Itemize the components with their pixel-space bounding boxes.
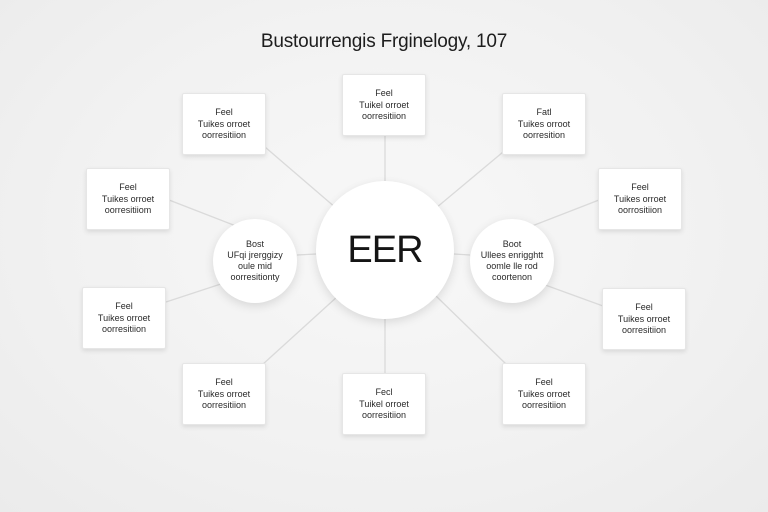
side-hub-line: oule mid: [237, 261, 273, 271]
node-card-line: Tuikes orroet: [197, 389, 251, 399]
node-card-line: Tuikes orroot: [517, 119, 571, 129]
side-hub-title: Boot: [502, 239, 522, 249]
connector-mid-right-upper: [531, 199, 600, 227]
node-card-title: Feel: [115, 301, 133, 311]
node-card-bottom-center: Fecl Tuikel orroet oorresitiion: [342, 373, 426, 435]
node-card-title: Fecl: [375, 387, 393, 397]
node-card-title: Feel: [631, 182, 649, 192]
node-card-title: Feel: [215, 377, 233, 387]
side-hub-line: oomle lle rod: [486, 261, 538, 271]
node-card-bottom-left: Feel Tuikes orroet oorresitiion: [182, 363, 266, 425]
center-hub: EER: [316, 181, 454, 319]
node-card-line: oorresitiion: [201, 130, 247, 140]
node-card-line: oorresitiion: [521, 400, 567, 410]
node-card-mid-right-upper: Feel Tuikes orroet oorrositiion: [598, 168, 682, 230]
connector-right-hub: [453, 253, 471, 256]
node-card-line: oorresitiion: [361, 410, 407, 420]
node-card-top-left: Feel Tuikes orroet oorresitiion: [182, 93, 266, 155]
node-card-line: oorresition: [522, 130, 566, 140]
node-card-line: oorresitiion: [101, 324, 147, 334]
node-card-line: oorresitiion: [621, 325, 667, 335]
side-hub-line: coortenon: [491, 272, 533, 282]
side-hub-right: Boot Ullees enrigghtt oomle lle rod coor…: [470, 219, 554, 303]
node-card-line: Tuikel orroet: [359, 100, 409, 110]
side-hub-line: UFqi jrerggizy: [227, 250, 283, 260]
connector-mid-right-lower: [536, 281, 604, 307]
connector-mid-left-upper: [168, 199, 237, 227]
node-card-title: Feel: [635, 302, 653, 312]
side-hub-line: Ullees enrigghtt: [480, 250, 544, 260]
node-card-line: Tuikel orroet: [359, 399, 409, 409]
side-hub-title: Bost: [245, 239, 264, 249]
node-card-title: Feel: [535, 377, 553, 387]
node-card-title: Fatl: [536, 107, 552, 117]
node-card-line: Tuikes orroet: [517, 389, 571, 399]
node-card-title: Feel: [119, 182, 137, 192]
node-card-line: Tuikes orroet: [101, 194, 155, 204]
node-card-line: oorrositiion: [617, 205, 663, 215]
node-card-mid-left-lower: Feel Tuikes orroet oorresitiion: [82, 287, 166, 349]
node-card-line: oorresitiion: [201, 400, 247, 410]
side-hub-line: oorresitionty: [230, 272, 280, 282]
node-card-line: oorresitiiom: [104, 205, 152, 215]
connector-bottom-left: [261, 295, 339, 366]
node-card-line: oorresitiion: [361, 111, 407, 121]
node-card-mid-right-lower: Feel Tuikes orroet oorresitiion: [602, 288, 686, 350]
center-hub-label: EER: [347, 228, 423, 271]
connector-left-hub: [296, 253, 317, 256]
side-hub-left: Bost UFqi jrerggizy oule mid oorresition…: [213, 219, 297, 303]
node-card-bottom-right: Feel Tuikes orroet oorresitiion: [502, 363, 586, 425]
node-card-title: Feel: [215, 107, 233, 117]
node-card-top-right: Fatl Tuikes orroot oorresition: [502, 93, 586, 155]
node-card-line: Tuikes orroet: [197, 119, 251, 129]
diagram-title: Bustourrengis Frginelogy, 107: [260, 31, 508, 52]
node-card-top-center: Feel Tuikel orroet oorresitiion: [342, 74, 426, 136]
node-card-mid-left-upper: Feel Tuikes orroet oorresitiiom: [86, 168, 170, 230]
connector-top-right: [435, 146, 510, 209]
node-card-title: Feel: [375, 88, 393, 98]
connector-bottom-right: [435, 295, 508, 366]
connector-top-left: [264, 146, 337, 209]
node-card-line: Tuikes orroet: [97, 313, 151, 323]
node-card-line: Tuikes orroet: [617, 314, 671, 324]
node-card-line: Tuikes orroet: [613, 194, 667, 204]
